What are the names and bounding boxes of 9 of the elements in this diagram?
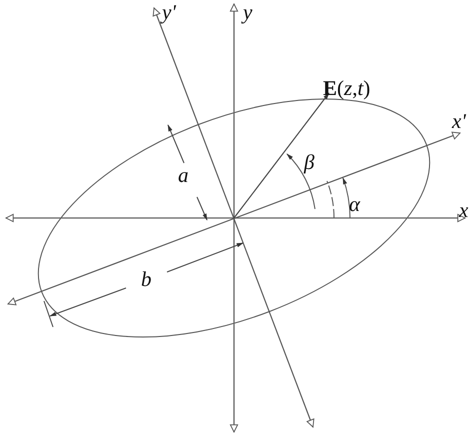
dimension-label: a bbox=[178, 165, 188, 186]
axis-label: y bbox=[243, 2, 252, 23]
angle-label: α bbox=[349, 194, 360, 215]
dimension-label: b bbox=[141, 269, 152, 290]
vector-label: E(z,t) bbox=[323, 78, 370, 99]
axis-label: x bbox=[459, 200, 468, 221]
axis-label: x' bbox=[452, 111, 466, 132]
angle-label: β bbox=[304, 152, 314, 173]
axis-label: y' bbox=[162, 2, 176, 23]
